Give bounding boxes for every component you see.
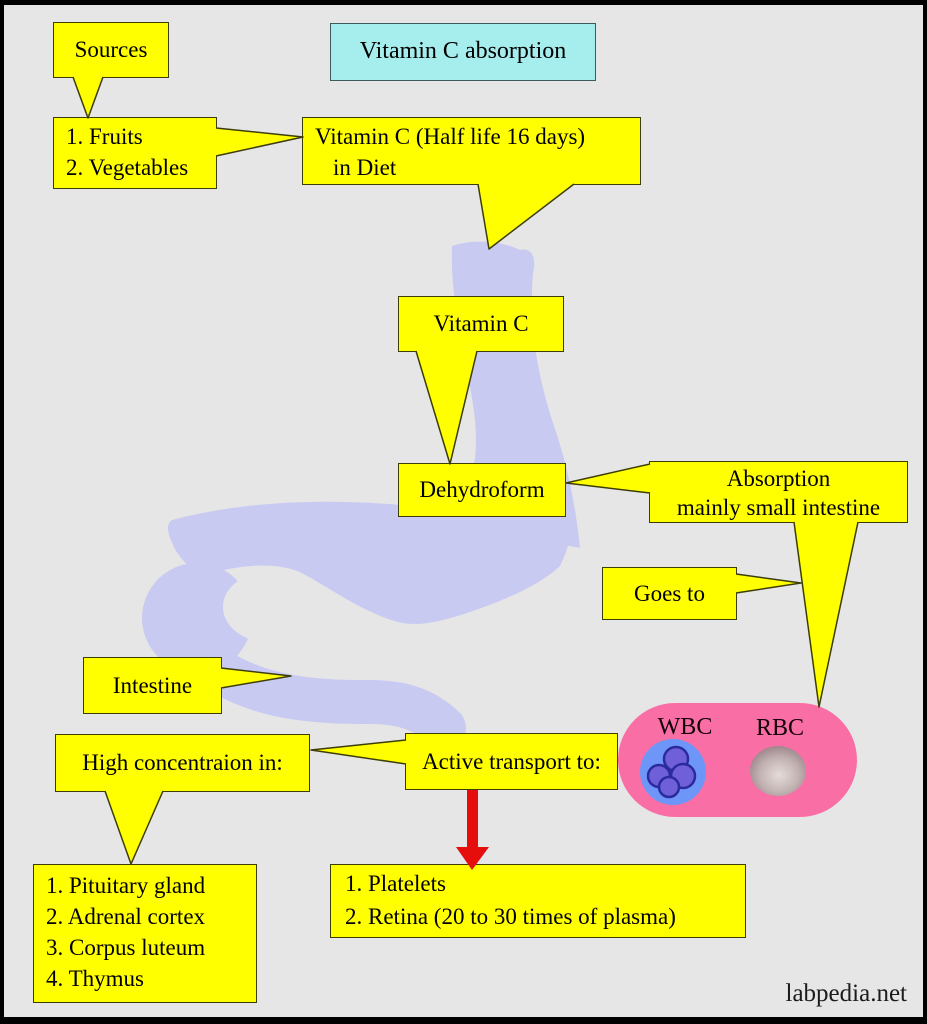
callout-active-transport-targets: 1. Platelets 2. Retina (20 to 30 times o… — [330, 864, 746, 938]
callout-vitamin-c-in-diet: Vitamin C (Half life 16 days) in Diet — [302, 117, 641, 185]
callout-high-concentration: High concentraion in: — [55, 734, 310, 792]
organ-item: 1. Pituitary gland — [46, 873, 206, 898]
callout-vitamin-c: Vitamin C — [398, 296, 564, 352]
organ-item: 3. Corpus luteum — [46, 935, 206, 960]
callout-high-concentration-organs: 1. Pituitary gland 2. Adrenal cortex 3. … — [33, 864, 257, 1003]
vitamin-c-in-diet-line: in Diet — [333, 155, 397, 180]
callout-dehydroform: Dehydroform — [398, 463, 566, 517]
callout-sources: Sources — [53, 22, 169, 78]
vitamin-c-in-diet-line: Vitamin C (Half life 16 days) — [315, 124, 586, 149]
intestine-label: Intestine — [112, 672, 193, 698]
diet-source-item: 2. Vegetables — [66, 155, 189, 180]
wbc-label: WBC — [657, 714, 713, 740]
rbc-label: RBC — [755, 715, 805, 741]
callout-absorption: Absorption mainly small intestine — [649, 461, 908, 523]
callout-sources-label: Sources — [74, 37, 148, 63]
transport-target-item: 2. Retina (20 to 30 times of plasma) — [345, 904, 676, 929]
diet-source-item: 1. Fruits — [66, 124, 143, 149]
watermark-text: labpedia.net — [785, 980, 907, 1007]
organ-item: 2. Adrenal cortex — [46, 904, 206, 929]
active-transport-label: Active transport to: — [422, 748, 601, 774]
transport-target-item: 1. Platelets — [345, 871, 446, 896]
callout-diet-sources: 1. Fruits 2. Vegetables — [53, 117, 217, 189]
diagram-title: Vitamin C absorption — [359, 38, 567, 65]
callout-active-transport: Active transport to: — [405, 733, 618, 790]
callout-goes-to: Goes to — [602, 567, 737, 620]
dehydroform-label: Dehydroform — [419, 477, 545, 503]
absorption-line: Absorption — [726, 466, 831, 491]
goes-to-label: Goes to — [634, 580, 705, 606]
diagram-title-box: Vitamin C absorption — [330, 23, 596, 81]
callout-intestine: Intestine — [83, 657, 222, 714]
high-concentration-label: High concentraion in: — [82, 750, 283, 776]
organ-item: 4. Thymus — [46, 966, 144, 991]
vitamin-c-label: Vitamin C — [433, 311, 529, 337]
absorption-line: mainly small intestine — [676, 495, 881, 520]
